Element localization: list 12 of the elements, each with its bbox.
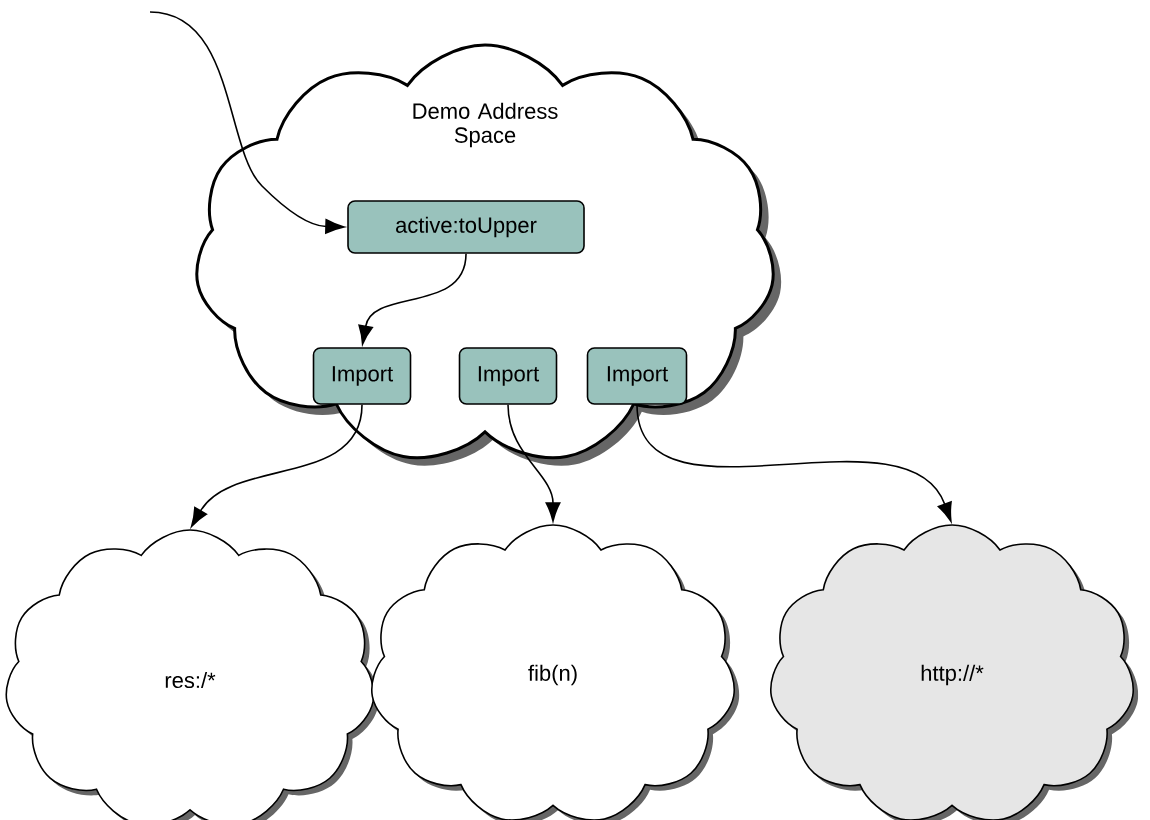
arrow (149, 11, 345, 234)
arrow (636, 404, 952, 522)
rounded-box: Import (458, 347, 558, 405)
arrow (358, 253, 467, 345)
cloud: res:/* (5, 529, 379, 820)
arrow (190, 404, 363, 528)
rounded-box: Import (586, 347, 688, 405)
cloud: fib(n) (371, 524, 740, 820)
arrow (507, 404, 561, 522)
cloud: http://* (770, 524, 1139, 820)
rounded-box: Import (312, 347, 412, 405)
rounded-box: active:toUpper (347, 200, 585, 254)
